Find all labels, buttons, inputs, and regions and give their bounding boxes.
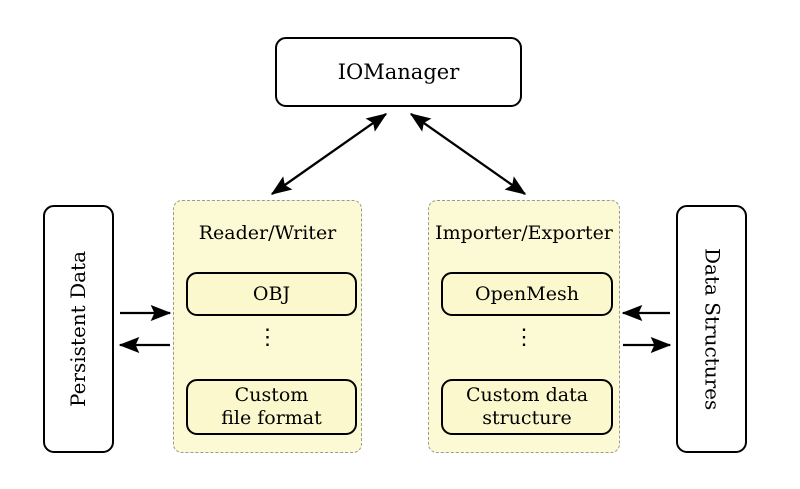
connector-iomanager-reader-writer: [270, 113, 388, 195]
custom-data-structure-line1: Custom data: [465, 384, 589, 407]
reader-writer-title: Reader/Writer: [198, 222, 337, 244]
iomanager-node[interactable]: IOManager: [275, 37, 522, 107]
importer-exporter-title: Importer/Exporter: [435, 222, 613, 244]
reader-writer-ellipsis-icon: ⋮: [256, 325, 279, 350]
custom-file-format-node[interactable]: Custom file format: [186, 379, 357, 435]
persistent-data-node[interactable]: Persistent Data: [43, 205, 114, 453]
custom-data-structure-label: Custom data structure: [466, 384, 588, 430]
data-structures-label: Data Structures: [700, 247, 725, 411]
openmesh-label: OpenMesh: [475, 282, 579, 305]
data-structures-node[interactable]: Data Structures: [676, 205, 747, 453]
custom-file-format-line2: file format: [221, 407, 322, 429]
importer-exporter-ellipsis-icon: ⋮: [513, 325, 535, 350]
reader-writer-panel[interactable]: Reader/Writer OBJ ⋮ Custom file format: [173, 200, 362, 453]
importer-exporter-panel[interactable]: Importer/Exporter OpenMesh ⋮ Custom data…: [428, 200, 620, 453]
custom-file-format-line1: Custom: [234, 384, 309, 407]
openmesh-node[interactable]: OpenMesh: [441, 272, 613, 316]
persistent-data-label: Persistent Data: [65, 251, 90, 407]
obj-label: OBJ: [252, 282, 291, 305]
custom-file-format-label: Custom file format: [221, 384, 322, 430]
connector-iomanager-importer-exporter: [409, 113, 527, 195]
obj-node[interactable]: OBJ: [186, 272, 357, 316]
custom-data-structure-line2: structure: [482, 407, 572, 429]
custom-data-structure-node[interactable]: Custom data structure: [441, 379, 613, 435]
iomanager-label: IOManager: [337, 59, 460, 84]
